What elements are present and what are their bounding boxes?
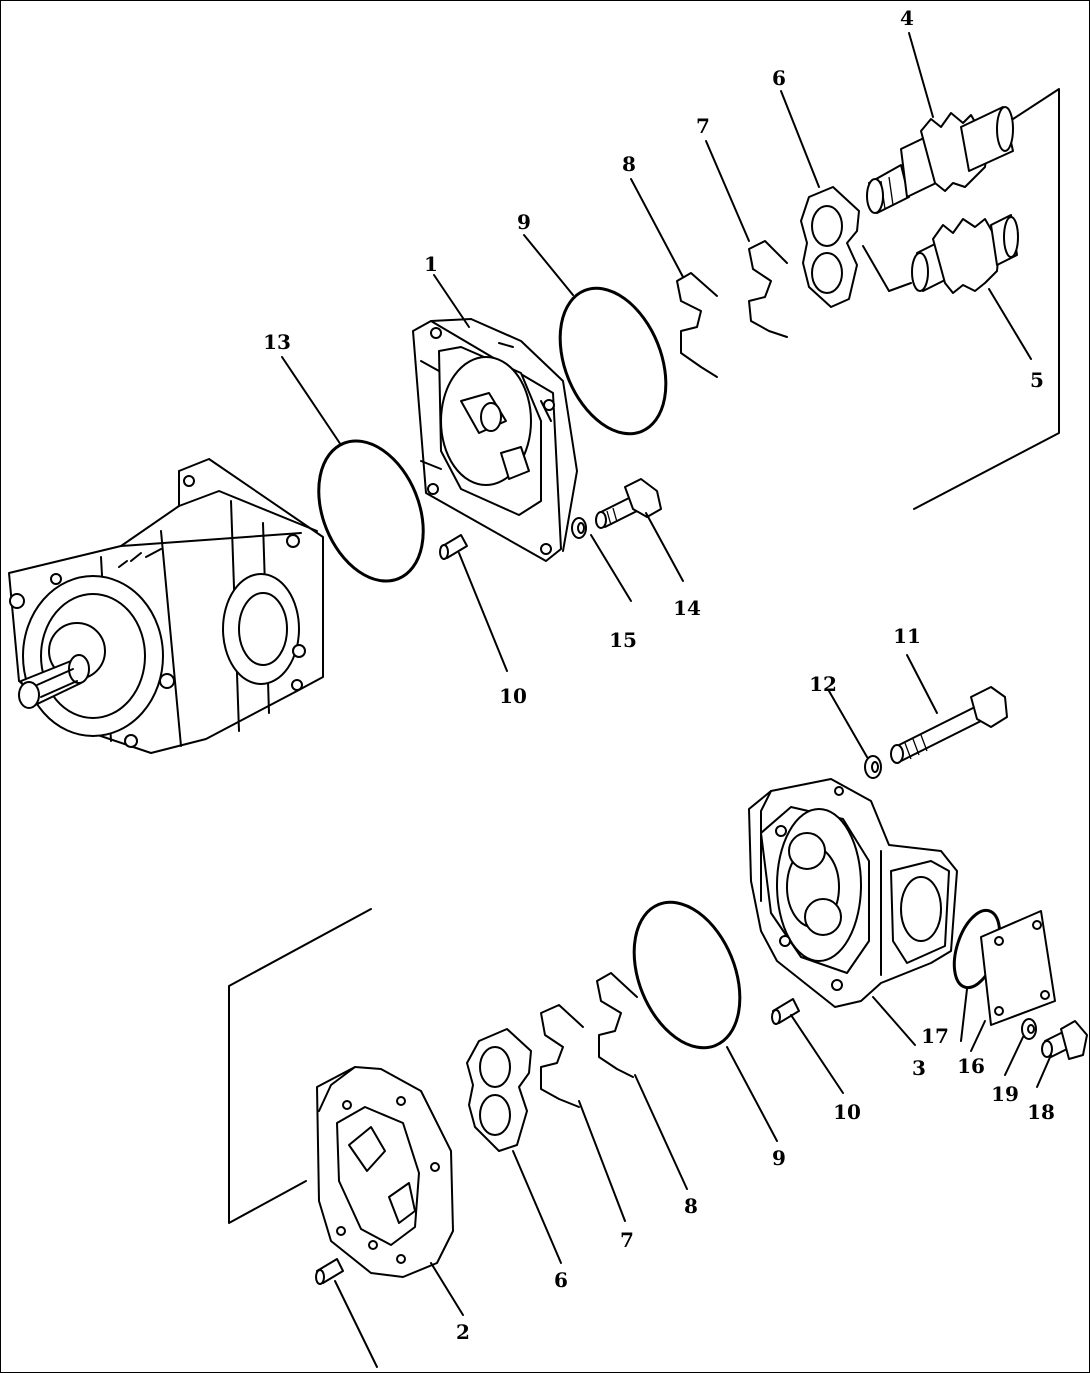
callout-8-upper: 8 — [622, 152, 636, 176]
callout-8-lower: 8 — [684, 1194, 698, 1218]
callout-10-lower: 10 — [833, 1100, 861, 1124]
driven-gear-5 — [911, 214, 1019, 294]
callout-10-upper: 10 — [499, 684, 527, 708]
callout-19: 19 — [991, 1082, 1019, 1106]
callout-18: 18 — [1027, 1100, 1055, 1124]
bolt-18 — [1041, 1020, 1088, 1060]
callout-12: 12 — [809, 672, 837, 696]
callout-15: 15 — [609, 628, 637, 652]
callout-13: 13 — [263, 330, 291, 354]
callout-5: 5 — [1030, 368, 1044, 392]
dowel-pin-10-upper — [439, 534, 468, 560]
drive-gear-4 — [866, 106, 1014, 214]
callout-16: 16 — [957, 1054, 985, 1078]
washer-19 — [1021, 1018, 1037, 1040]
rear-cover-3 — [748, 778, 958, 1008]
side-plate-6-lower — [466, 1028, 532, 1152]
o-ring-9-lower — [632, 900, 742, 1050]
dowel-pin-10-lower — [771, 998, 800, 1025]
callout-7-lower: 7 — [620, 1228, 634, 1252]
cover-plate-16 — [980, 910, 1056, 1026]
callout-6-lower: 6 — [554, 1268, 568, 1292]
callout-7-upper: 7 — [696, 114, 710, 138]
seal-8-upper — [676, 272, 718, 378]
plate-1 — [412, 318, 578, 562]
callout-2: 2 — [456, 1320, 470, 1344]
washer-15 — [571, 517, 587, 539]
callout-17: 17 — [921, 1024, 949, 1048]
dowel-pin-10-bottom — [315, 1258, 344, 1285]
o-ring-9-upper — [558, 286, 668, 436]
callout-9-lower: 9 — [772, 1146, 786, 1170]
seal-8-lower — [596, 972, 638, 1078]
seal-7-lower — [540, 1004, 584, 1108]
side-plate-6-upper — [800, 186, 860, 308]
bolt-11 — [890, 686, 1008, 764]
gear-housing-2 — [316, 1066, 454, 1278]
callout-9-upper: 9 — [517, 210, 531, 234]
pump-body — [8, 458, 324, 754]
o-ring-13 — [317, 439, 425, 583]
callout-labels: 1 2 3 4 5 6 6 7 7 8 8 9 9 10 10 11 12 13… — [263, 6, 1055, 1344]
callout-14: 14 — [673, 596, 701, 620]
washer-12 — [864, 755, 882, 779]
callout-4: 4 — [900, 6, 914, 30]
callout-6-upper: 6 — [772, 66, 786, 90]
bolt-14 — [595, 478, 662, 529]
seal-7-upper — [748, 240, 788, 338]
callout-1: 1 — [424, 252, 438, 276]
frame-lines — [228, 88, 1060, 1224]
leader-lines — [281, 32, 1052, 1368]
callout-3: 3 — [912, 1056, 926, 1080]
callout-11: 11 — [893, 624, 921, 648]
